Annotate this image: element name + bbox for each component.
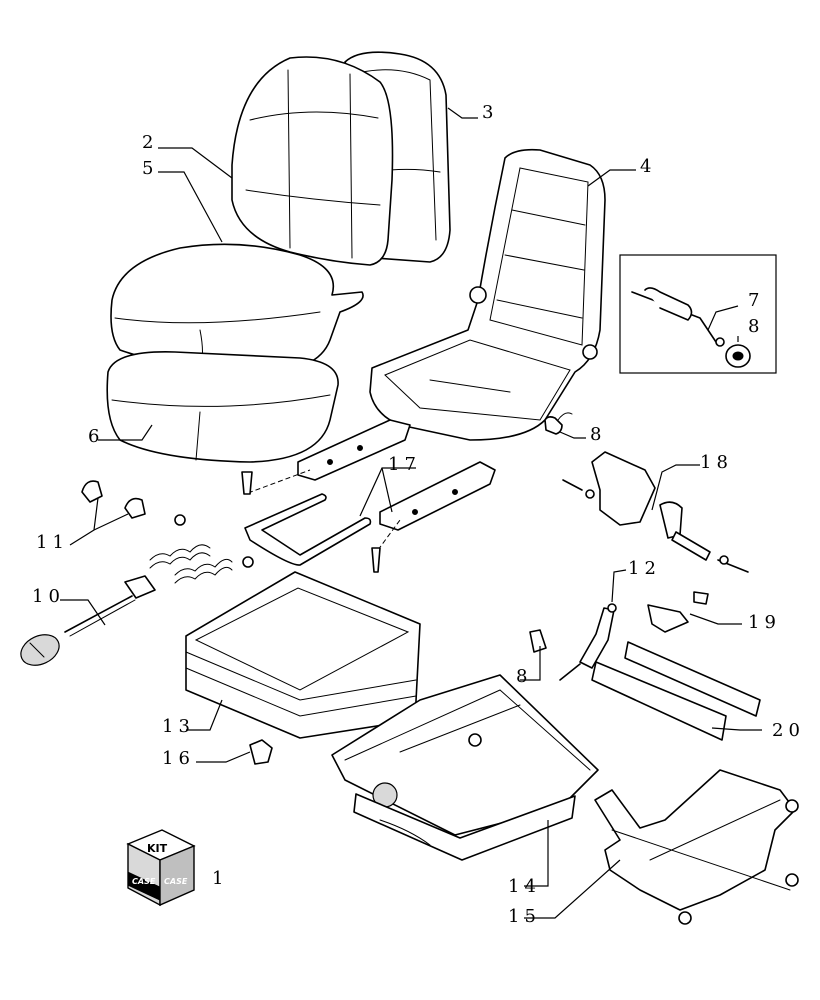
callout-15: 15 [508, 906, 541, 927]
callout-12: 12 [628, 558, 661, 579]
callout-10: 10 [32, 586, 65, 607]
end-caps [81, 480, 146, 519]
kit-icon: KIT CASE CASE [126, 829, 196, 907]
callout-8-sleeve: 8 [516, 666, 532, 687]
part-16-block [249, 739, 273, 765]
kit-badge-brand-right: CASE [164, 877, 188, 886]
springs [149, 514, 254, 584]
straps-part-20 [591, 641, 761, 741]
callout-8-plug: 8 [590, 424, 606, 445]
slide-rails [241, 419, 496, 573]
callout-18: 18 [700, 452, 733, 473]
callout-8-inset: 8 [748, 316, 764, 337]
bracket-part-19 [647, 591, 709, 633]
callout-20: 20 [772, 720, 805, 741]
callout-14: 14 [508, 876, 541, 897]
callout-1: 1 [212, 868, 228, 889]
callout-5: 5 [142, 158, 158, 179]
seat-belt [562, 451, 749, 573]
leader-lines [60, 107, 762, 919]
backrest-cushion [231, 56, 394, 266]
adjustment-knob [20, 575, 156, 666]
callout-13: 13 [162, 716, 195, 737]
callout-labels: 1 2 3 4 5 6 7 8 8 8 10 11 12 13 14 15 16… [32, 102, 805, 927]
callout-17: 17 [388, 454, 421, 475]
callout-2: 2 [142, 132, 158, 153]
inset-detail-box [619, 254, 777, 374]
bellows [185, 571, 421, 739]
seat-base-cushion [106, 351, 339, 463]
callout-3: 3 [482, 102, 498, 123]
callout-11: 11 [36, 532, 69, 553]
kit-badge-brand-left: CASE [132, 877, 156, 886]
kit-badge-text: KIT [147, 842, 168, 855]
callout-7: 7 [748, 290, 764, 311]
callout-19: 19 [748, 612, 781, 633]
seat-frame [369, 148, 606, 441]
scissor-linkage [594, 769, 799, 925]
sleeve-part-8 [529, 629, 547, 653]
callout-6: 6 [88, 426, 104, 447]
plug-part-8 [544, 412, 573, 435]
suspension-base [331, 674, 599, 861]
callout-16: 16 [162, 748, 195, 769]
gas-spring [559, 603, 617, 681]
callout-4: 4 [640, 156, 656, 177]
